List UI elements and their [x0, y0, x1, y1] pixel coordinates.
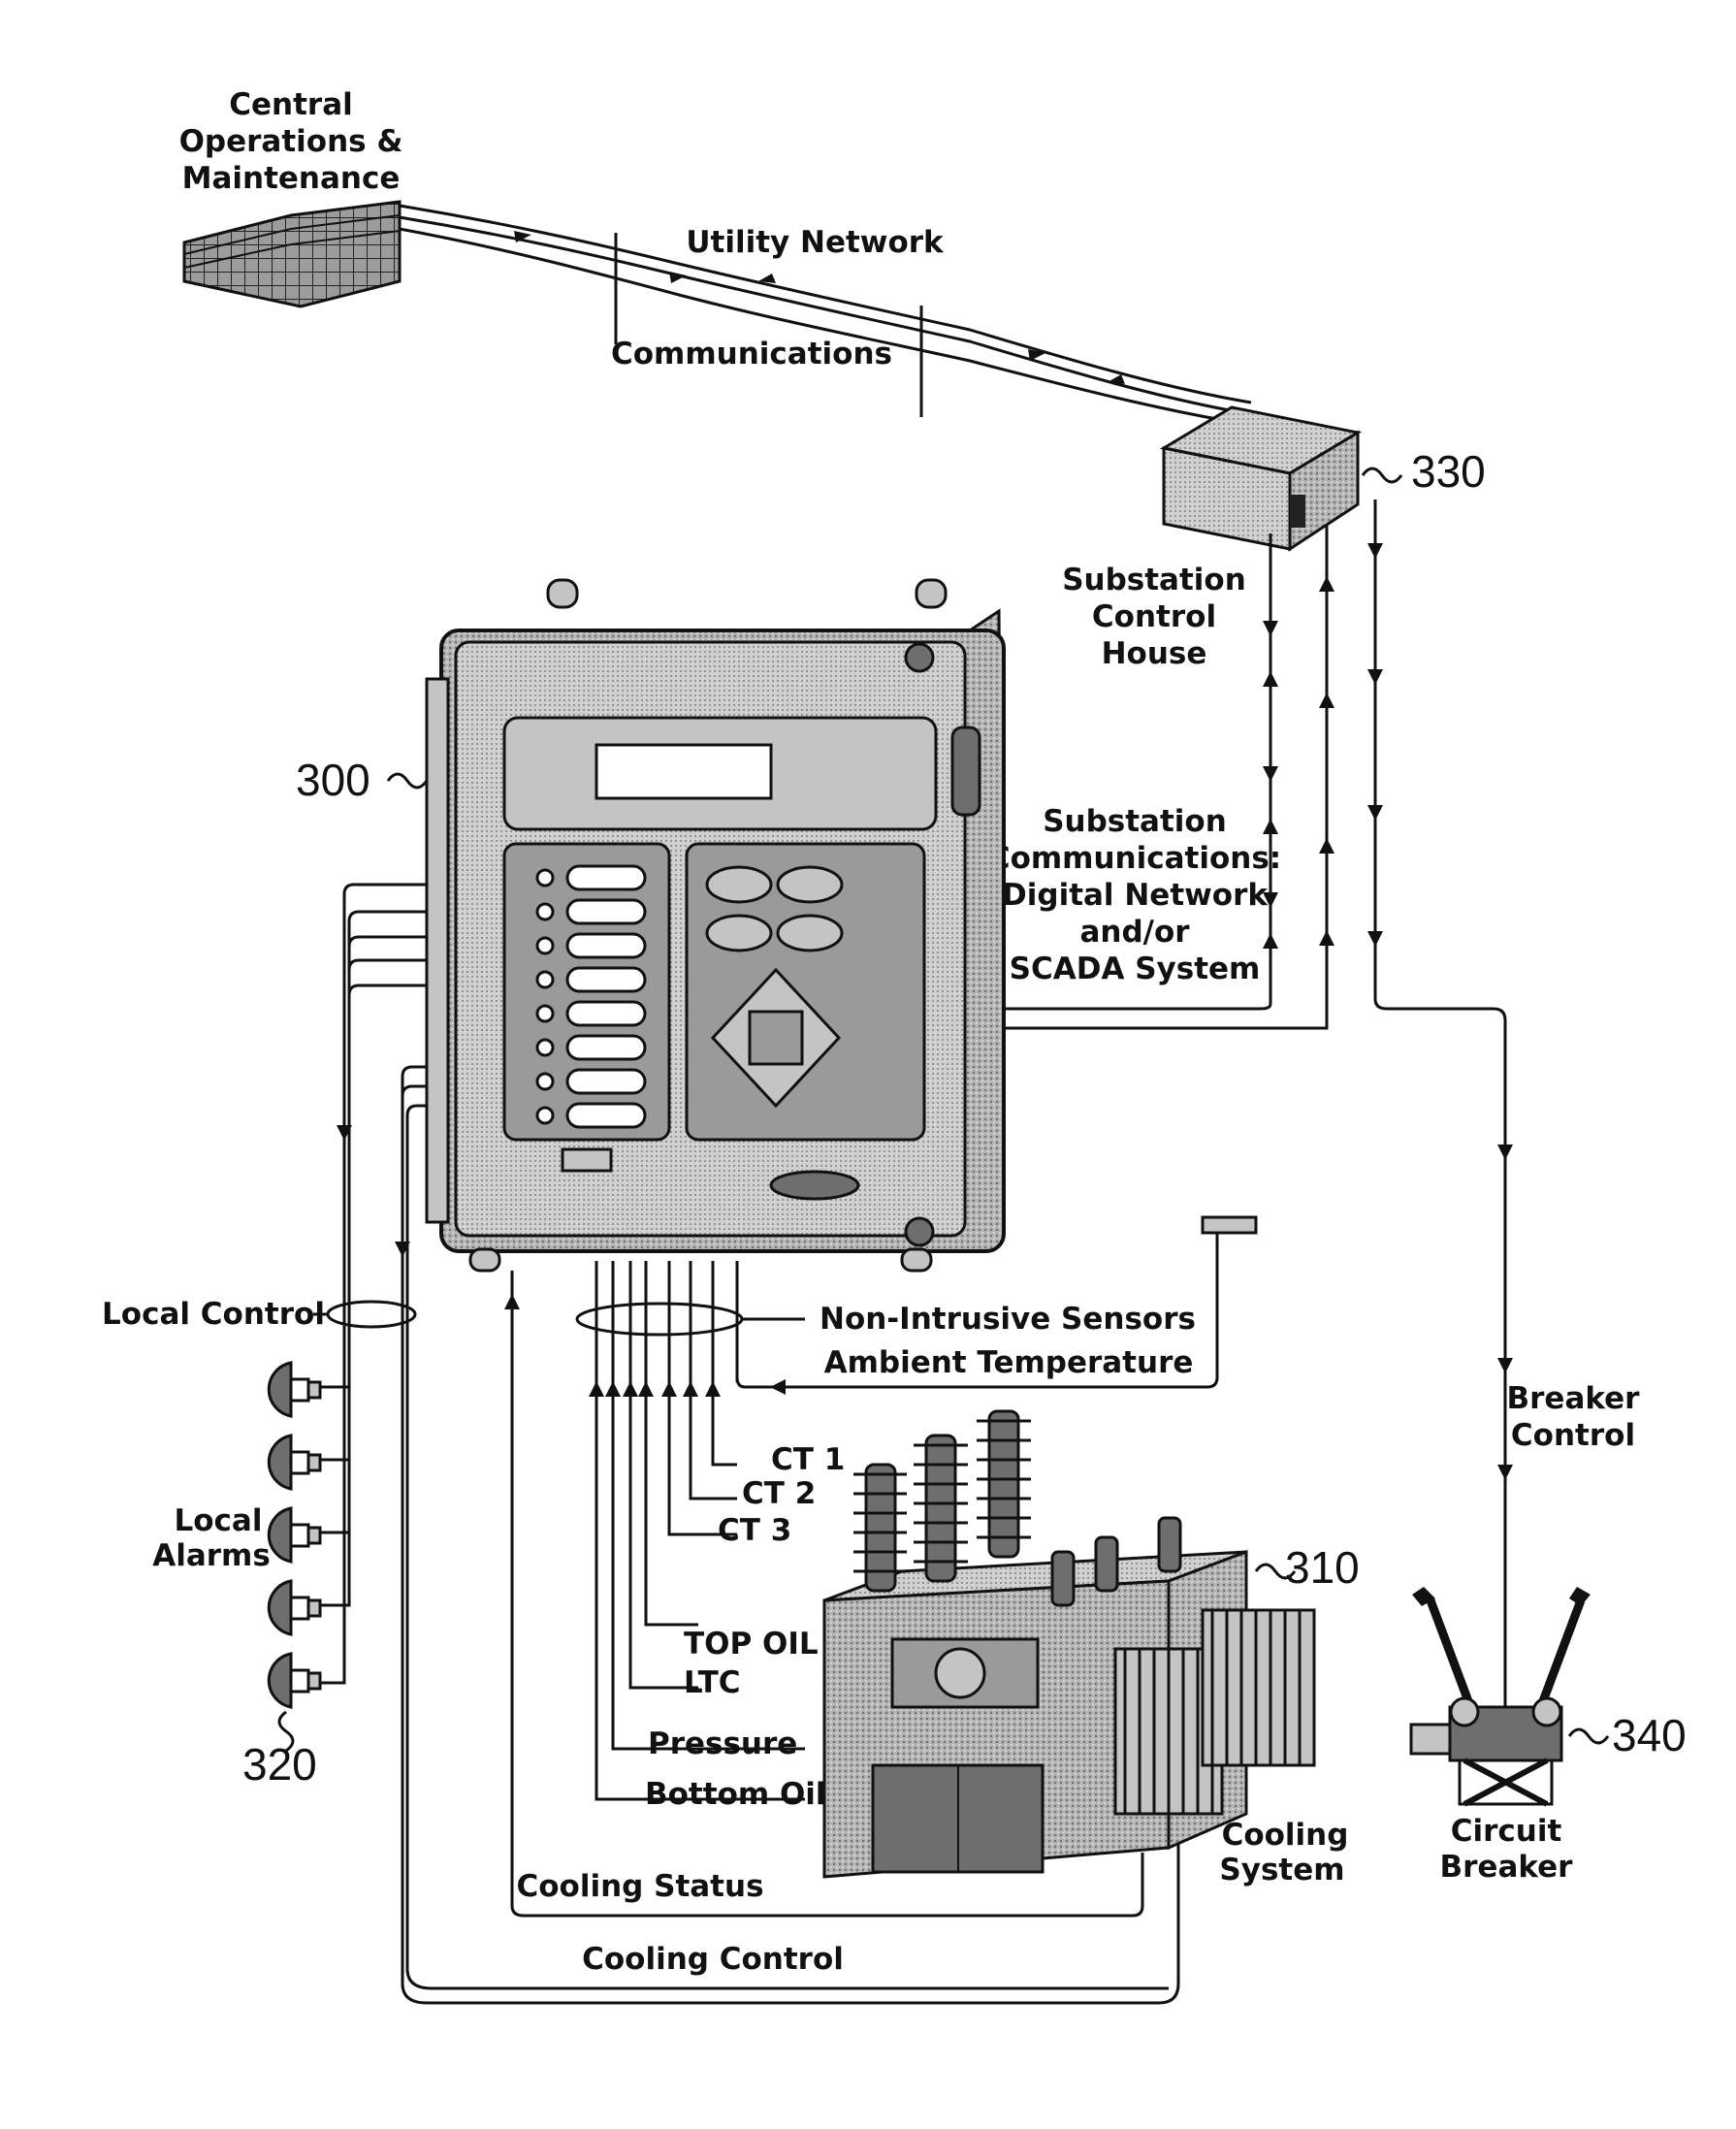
label-cooling-control: Cooling Control — [582, 1942, 844, 1977]
label-circuit-breaker: Circuit Breaker — [1440, 1814, 1574, 1885]
label-house-line3: House — [1102, 636, 1207, 671]
label-substation-communications: Substation Communications: Digital Netwo… — [988, 804, 1281, 986]
label-subcomm-line1: Substation — [1043, 804, 1227, 839]
substation-communications-lines — [1004, 500, 1513, 1571]
ref-310: 310 — [1285, 1542, 1360, 1593]
label-pressure: Pressure — [648, 1726, 797, 1761]
label-ambient-temperature: Ambient Temperature — [824, 1345, 1194, 1380]
label-subcomm-line3: Digital Network — [1002, 878, 1269, 913]
label-circuit-breaker-line2: Breaker — [1440, 1850, 1574, 1885]
label-house-line1: Substation — [1062, 563, 1246, 597]
label-ct2: CT 2 — [742, 1476, 816, 1511]
transformer — [824, 1411, 1314, 1877]
label-breaker-control: Breaker Control — [1507, 1381, 1641, 1453]
label-cooling-line2: System — [1219, 1853, 1344, 1887]
bushing-2 — [914, 1435, 968, 1581]
label-top-oil: TOP OIL — [684, 1627, 819, 1661]
label-ct1: CT 1 — [771, 1442, 845, 1477]
central-operations-building — [184, 202, 400, 306]
alarm-bell-4 — [269, 1581, 320, 1634]
alarm-bell-5 — [269, 1654, 320, 1707]
label-central-line3: Maintenance — [182, 161, 401, 196]
label-subcomm-line5: SCADA System — [1010, 952, 1261, 986]
bushing-1 — [853, 1465, 907, 1591]
bushing-3 — [977, 1411, 1031, 1557]
ref-340: 340 — [1612, 1710, 1687, 1760]
label-alarms-line2: Alarms — [152, 1538, 271, 1573]
substation-control-house — [1164, 407, 1358, 549]
label-breaker-control-line2: Control — [1511, 1418, 1635, 1453]
local-alarms — [269, 1363, 320, 1707]
label-central-operations: Central Operations & Maintenance — [179, 87, 403, 196]
leader-300 — [388, 774, 427, 788]
label-non-intrusive-sensors: Non-Intrusive Sensors — [820, 1302, 1196, 1337]
label-utility-network: Utility Network — [686, 225, 945, 260]
label-cooling-system: Cooling System — [1219, 1818, 1348, 1887]
alarm-bell-1 — [269, 1363, 320, 1416]
label-local-control: Local Control — [102, 1297, 325, 1332]
local-control-tie — [313, 1302, 415, 1327]
leader-330 — [1363, 468, 1401, 482]
label-communications: Communications — [611, 337, 892, 371]
label-cooling-line1: Cooling — [1222, 1818, 1349, 1853]
label-local-alarms: Local Alarms — [152, 1503, 271, 1573]
circuit-breaker — [1411, 1571, 1591, 1804]
lcd-display — [596, 745, 771, 798]
label-cooling-status: Cooling Status — [516, 1869, 763, 1904]
leader-340 — [1569, 1729, 1608, 1743]
alarm-bell-3 — [269, 1508, 320, 1562]
label-house-line2: Control — [1092, 599, 1216, 634]
label-central-line1: Central — [229, 87, 353, 122]
ref-300: 300 — [296, 755, 370, 805]
ref-330: 330 — [1411, 446, 1486, 497]
monitor-unit — [427, 580, 1004, 1271]
label-ct3: CT 3 — [718, 1513, 791, 1548]
label-subcomm-line4: and/or — [1079, 915, 1190, 950]
label-ltc: LTC — [684, 1665, 741, 1700]
label-bottom-oil: Bottom Oil — [645, 1777, 826, 1812]
label-breaker-control-line1: Breaker — [1507, 1381, 1641, 1416]
label-central-line2: Operations & — [179, 124, 403, 159]
ref-320: 320 — [242, 1739, 317, 1790]
label-circuit-breaker-line1: Circuit — [1451, 1814, 1562, 1849]
label-subcomm-line2: Communications: — [988, 841, 1281, 876]
alarm-bell-2 — [269, 1435, 320, 1489]
label-alarms-line1: Local — [175, 1503, 263, 1538]
label-substation-house: Substation Control House — [1062, 563, 1246, 671]
